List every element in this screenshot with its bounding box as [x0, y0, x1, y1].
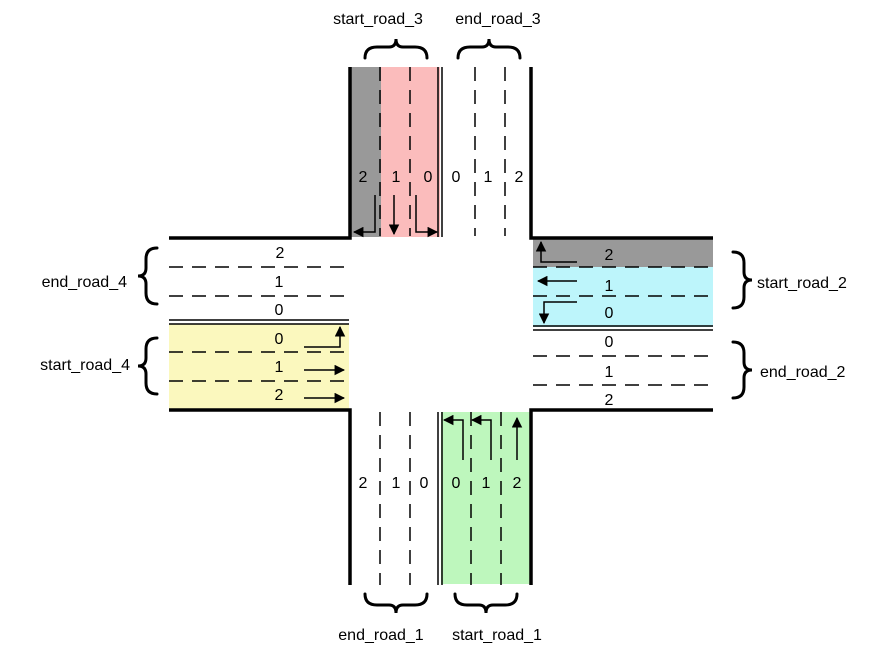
lane-number: 1	[605, 278, 614, 295]
label-end-road-2: end_road_2	[760, 364, 846, 381]
arrow-road2-lane0	[538, 301, 577, 325]
road3-lane2-fill	[350, 67, 381, 237]
center-divider-lines	[169, 67, 713, 585]
label-start-road-4: start_road_4	[40, 357, 130, 374]
arrow-road2-lane2	[535, 240, 577, 263]
lane-number: 1	[275, 274, 284, 291]
lane-number: 1	[392, 169, 401, 186]
lane-number: 0	[452, 169, 461, 186]
lane-number: 1	[392, 475, 401, 492]
brace-start-road-1	[453, 592, 519, 614]
lane-number: 1	[275, 359, 284, 376]
arrow-road1-lane0	[442, 414, 464, 460]
road2-lane2-fill	[533, 239, 713, 267]
brace-start-road-4	[137, 336, 159, 396]
brace-end-road-3	[456, 38, 522, 60]
lane-number: 0	[420, 475, 429, 492]
arrow-road3-lane2	[352, 195, 376, 238]
lane-number: 2	[359, 475, 368, 492]
lane-number: 1	[605, 364, 614, 381]
arrow-road1-lane1	[470, 414, 492, 460]
road2-lanes-fill	[533, 267, 713, 327]
brace-end-road-2	[731, 340, 753, 400]
lane-number: 0	[275, 331, 284, 348]
brace-end-road-1	[363, 592, 429, 614]
lane-dividers	[169, 67, 713, 585]
label-end-road-1: end_road_1	[338, 627, 424, 644]
lane-number: 2	[513, 475, 522, 492]
label-end-road-3: end_road_3	[455, 11, 541, 28]
lane-number: 2	[605, 392, 614, 409]
brace-start-road-2	[731, 250, 753, 310]
turn-arrows	[304, 195, 577, 460]
label-start-road-3: start_road_3	[333, 11, 423, 28]
lane-number: 2	[276, 245, 285, 262]
lane-number: 0	[424, 169, 433, 186]
label-start-road-1: start_road_1	[452, 627, 542, 644]
lane-number: 2	[515, 169, 524, 186]
arrow-road4-lane0	[304, 325, 346, 348]
road4-lanes-fill	[169, 324, 349, 410]
label-start-road-2: start_road_2	[757, 275, 847, 292]
lane-number: 1	[482, 475, 491, 492]
label-end-road-4: end_road_4	[42, 274, 128, 291]
road-braces	[137, 38, 753, 614]
road1-lanes-fill	[441, 412, 530, 584]
brace-end-road-4	[137, 246, 159, 306]
lane-number: 0	[605, 305, 614, 322]
lane-number: 2	[359, 169, 368, 186]
brace-start-road-3	[363, 38, 429, 60]
lane-numbers: 2 1 0 0 1 2 2 1 0 0 1 2 2 1 0 0 1 2 2 1 …	[275, 169, 614, 492]
lane-number: 1	[484, 169, 493, 186]
lane-number: 0	[275, 302, 284, 319]
lane-number: 2	[605, 247, 614, 264]
lane-number: 2	[275, 387, 284, 404]
arrow-road3-lane0	[415, 195, 439, 238]
lane-number: 0	[452, 475, 461, 492]
lane-number: 0	[605, 334, 614, 351]
road-edges	[169, 67, 713, 585]
